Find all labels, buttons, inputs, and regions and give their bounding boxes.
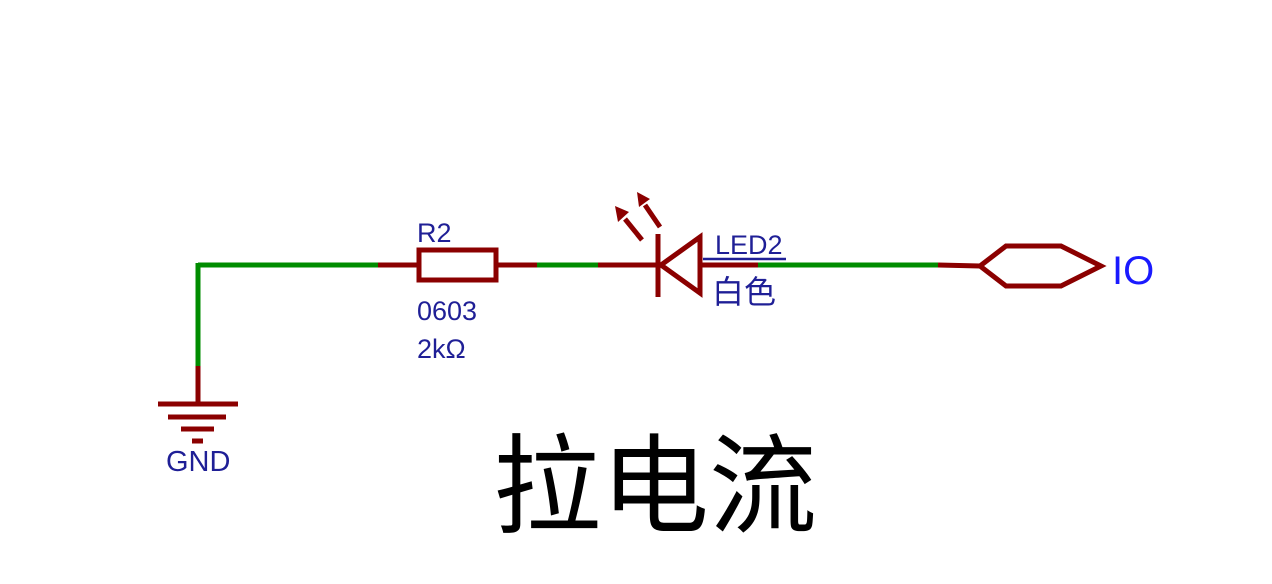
light-arrow-head-1 [615,206,629,222]
light-emission-arrows-icon [615,192,663,242]
led-symbol[interactable] [598,192,758,298]
gnd-net-label[interactable]: GND [166,446,230,478]
resistor-body [416,247,499,283]
io-port-label[interactable]: IO [1112,249,1154,293]
light-arrow-head-2 [637,192,650,207]
io-port-hexagon [975,243,1107,289]
led-triangle [656,232,703,298]
diagram-title: 拉电流 [493,426,817,547]
resistor-package[interactable]: 0603 [417,296,477,326]
resistor-designator[interactable]: R2 [417,218,452,248]
io-port-symbol[interactable] [937,243,1107,289]
led-color-note[interactable]: 白色 [712,274,776,310]
light-arrow-shaft-2 [642,203,663,229]
led-designator[interactable]: LED2 [715,230,783,260]
resistor-symbol[interactable] [378,247,537,283]
io-port-pin [937,262,981,269]
net-wires [195,262,938,366]
resistor-value[interactable]: 2kΩ [417,334,466,364]
gnd-symbol[interactable] [158,366,238,444]
light-arrow-shaft-1 [623,217,644,242]
